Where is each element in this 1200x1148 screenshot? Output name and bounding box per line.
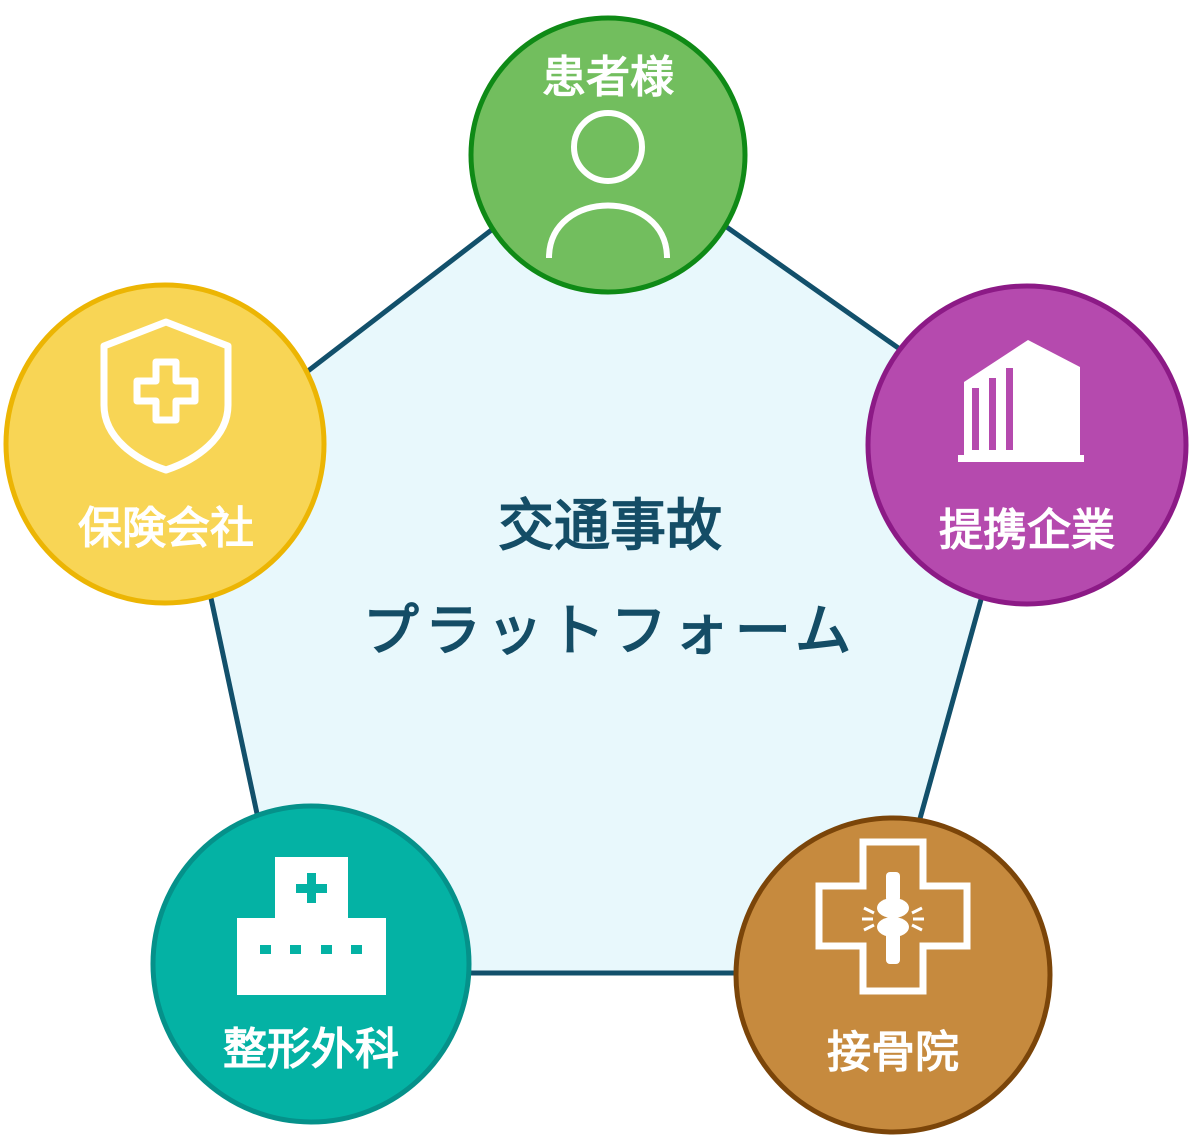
node-insurance-circle — [3, 282, 327, 606]
platform-title-line1: 交通事故 — [498, 494, 722, 559]
shield-cross-icon — [100, 318, 232, 474]
node-insurance: 保険会社 — [3, 282, 327, 606]
node-partner-label: 提携企業 — [939, 505, 1115, 556]
platform-title-line2: プラットフォーム — [363, 599, 857, 664]
node-insurance-label: 保険会社 — [78, 503, 254, 554]
node-bonesetter-label: 接骨院 — [827, 1027, 959, 1078]
bone-cross-icon — [815, 838, 971, 995]
node-orthopedics: 整形外科 — [150, 803, 472, 1125]
node-patient-circle — [468, 15, 748, 295]
building-icon — [958, 340, 1084, 462]
hospital-icon — [237, 857, 386, 995]
node-patient-label: 患者様 — [542, 52, 675, 103]
node-patient: 患者様 — [468, 15, 748, 295]
node-partner: 提携企業 — [865, 283, 1189, 607]
person-icon — [546, 110, 670, 259]
node-orthopedics-label: 整形外科 — [223, 1024, 399, 1075]
node-bonesetter-circle — [733, 815, 1053, 1135]
node-bonesetter: 接骨院 — [733, 815, 1053, 1135]
